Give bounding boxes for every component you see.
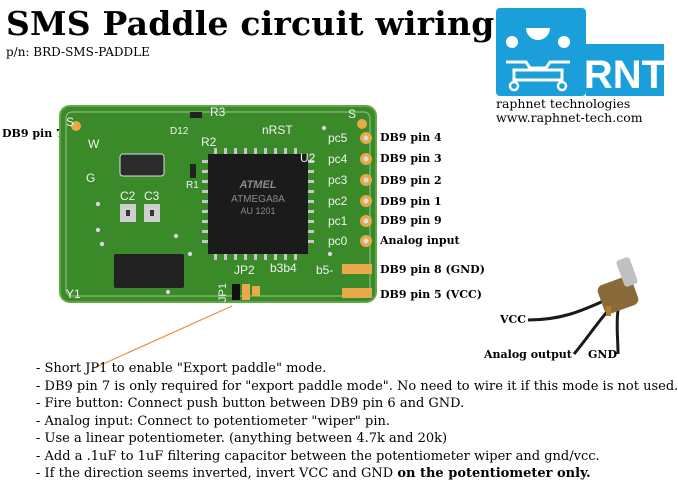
note-item: - Use a linear potentiometer. (anything …	[36, 431, 448, 446]
silk-pc0: pc0	[328, 234, 348, 248]
silk-c3: C3	[144, 189, 160, 203]
note-last-bold: on the potentiometer only.	[397, 466, 591, 481]
silk-pc4: pc4	[328, 152, 348, 166]
silk-g: G	[86, 171, 95, 185]
note-last-text: - If the direction seems inverted, inver…	[36, 466, 398, 481]
pcb-board: ATMEL ATMEGA8A AU 1201 S S W G R3 R2 R1 …	[59, 105, 377, 303]
note-item: - DB9 pin 7 is only required for "export…	[36, 378, 678, 394]
pin-label-pc5: DB9 pin 4	[380, 131, 442, 144]
pin-label-pc0: Analog input	[380, 234, 460, 247]
company-url: www.raphnet-tech.com	[496, 110, 643, 125]
silk-b5: b5-	[316, 263, 333, 277]
silk-r2: R2	[201, 135, 217, 149]
logo-text: RNT	[584, 53, 666, 97]
pot-label-vcc: VCC	[500, 313, 527, 326]
silk-c2: C2	[120, 189, 136, 203]
pin-label-db9-7: DB9 pin 7	[2, 127, 64, 140]
silk-s-left: S	[66, 115, 74, 129]
silk-pc2: pc2	[328, 194, 348, 208]
silk-r1: R1	[186, 180, 199, 191]
silk-pc5: pc5	[328, 131, 348, 145]
note-item: - Short JP1 to enable "Export paddle" mo…	[36, 361, 327, 376]
silk-jp2: JP2	[234, 263, 255, 277]
company-info: raphnet technologies www.raphnet-tech.co…	[496, 97, 643, 125]
silk-pc3: pc3	[328, 173, 348, 187]
regulator	[114, 254, 184, 288]
pin-label-pc2: DB9 pin 1	[380, 195, 442, 208]
pin-label-pc3: DB9 pin 2	[380, 174, 442, 187]
silk-y1: Y1	[66, 287, 81, 301]
pin-label-gnd: DB9 pin 8 (GND)	[380, 263, 485, 276]
silk-jp1: JP1	[217, 283, 229, 302]
pot-label-analog-output: Analog output	[484, 348, 572, 361]
silk-u2: U2	[300, 151, 316, 165]
potentiometer-image	[527, 257, 639, 355]
pot-label-gnd: GND	[588, 348, 617, 361]
silk-s-right: S	[348, 107, 356, 121]
note-item-last: - If the direction seems inverted, inver…	[36, 465, 678, 483]
silk-b3b4: b3b4	[270, 261, 297, 275]
chip-code: AU 1201	[240, 206, 275, 216]
chip-brand: ATMEL	[238, 179, 276, 191]
note-item: - Add a .1uF to 1uF filtering capacitor …	[36, 448, 600, 464]
pin-label-pc4: DB9 pin 3	[380, 152, 442, 165]
silk-d12: D12	[170, 126, 189, 137]
pin-label-pc1: DB9 pin 9	[380, 214, 442, 227]
note-item: - Analog input: Connect to potentiometer…	[36, 413, 390, 429]
wiring-notes: - Short JP1 to enable "Export paddle" mo…	[36, 360, 678, 483]
silk-w: W	[88, 137, 100, 151]
part-number: p/n: BRD-SMS-PADDLE	[6, 45, 150, 59]
silk-r3: R3	[210, 105, 226, 119]
chip-model: ATMEGA8A	[231, 194, 285, 205]
company-name: raphnet technologies	[496, 96, 631, 111]
note-item: - Fire button: Connect push button betwe…	[36, 396, 465, 411]
crystal	[119, 153, 165, 177]
pin-label-vcc: DB9 pin 5 (VCC)	[380, 288, 482, 301]
raphnet-logo: RNT	[496, 8, 666, 97]
microcontroller-chip: ATMEL ATMEGA8A AU 1201	[202, 148, 314, 260]
silk-nrst: nRST	[262, 123, 293, 137]
silk-pc1: pc1	[328, 214, 348, 228]
page-title: SMS Paddle circuit wiring	[6, 4, 495, 43]
